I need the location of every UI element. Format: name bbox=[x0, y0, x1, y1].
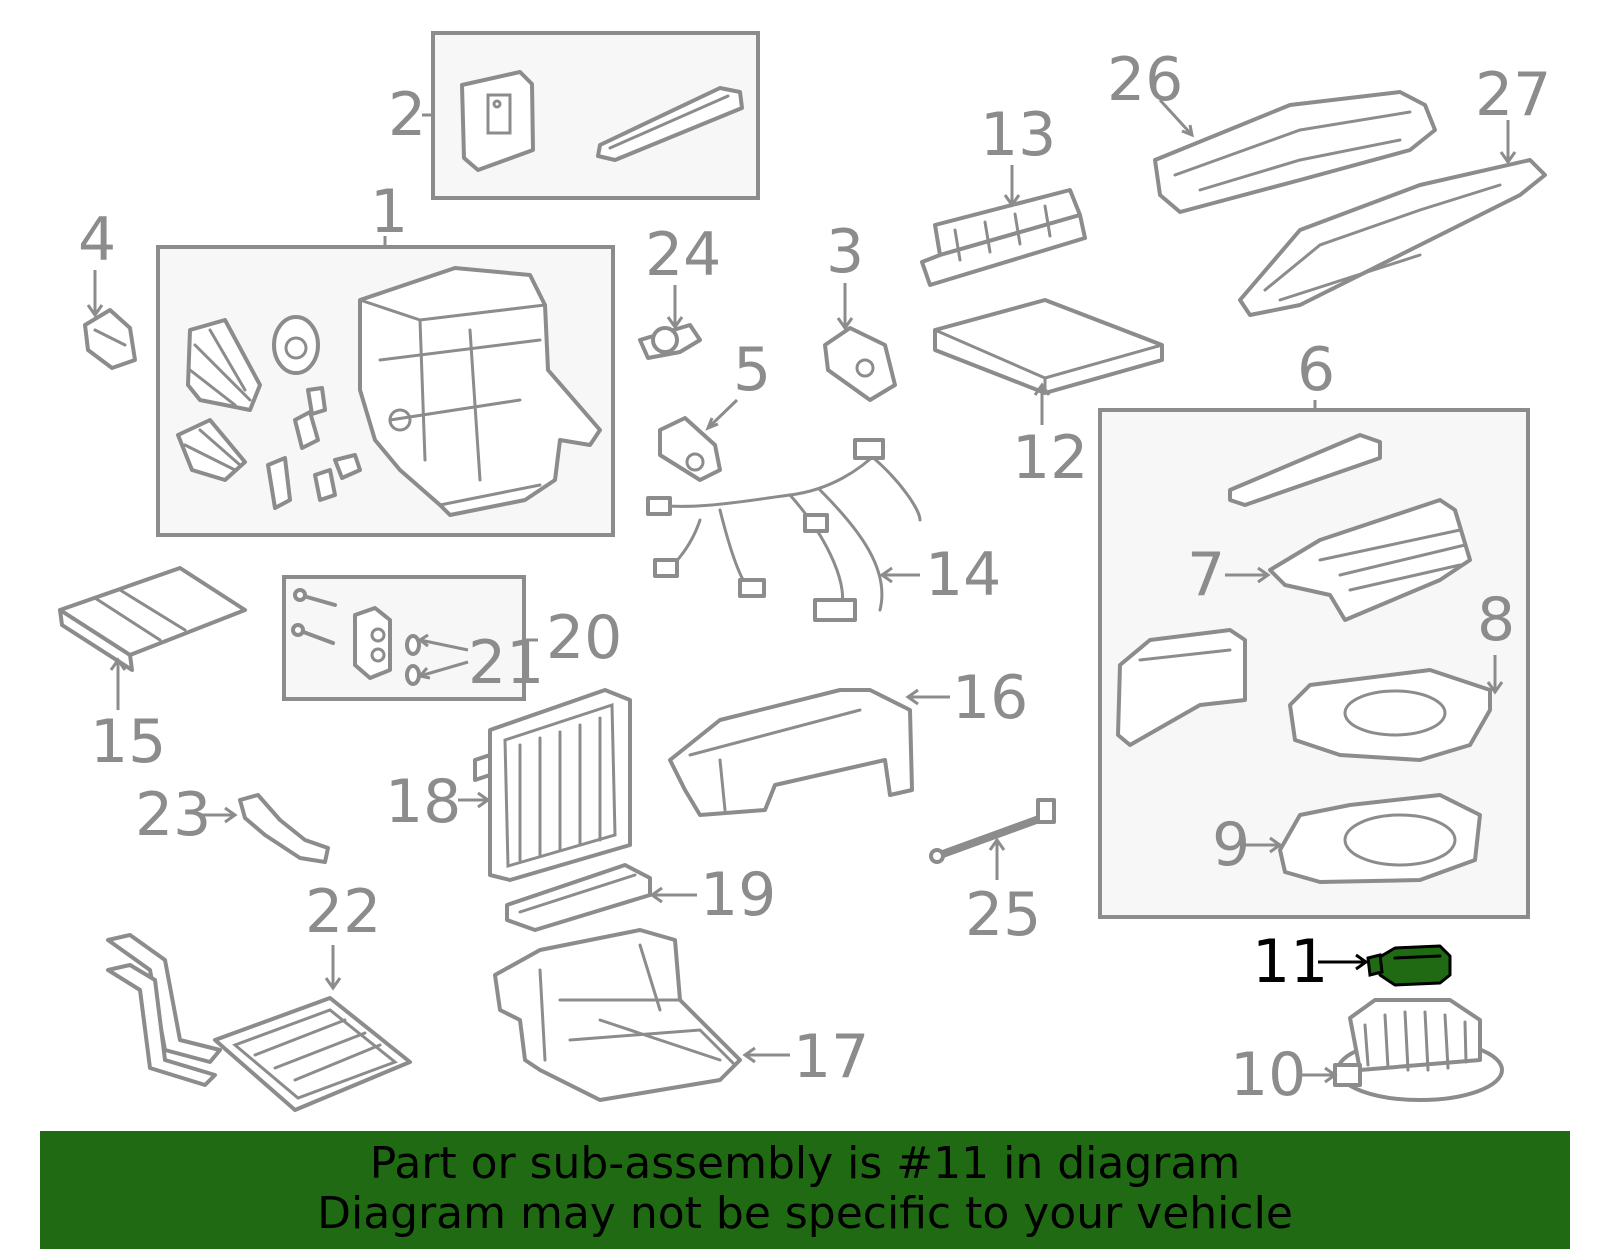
part-12-cabin-filter bbox=[933, 298, 1164, 395]
part-24-sensor bbox=[638, 323, 702, 360]
part-20-expansion-valve bbox=[291, 588, 421, 686]
callout-10: 10 bbox=[1230, 1040, 1306, 1110]
callout-5: 5 bbox=[733, 335, 771, 405]
callout-6: 6 bbox=[1297, 335, 1335, 405]
leader-lines bbox=[86, 98, 1517, 1084]
callout-14: 14 bbox=[925, 540, 1001, 610]
callout-3: 3 bbox=[826, 217, 864, 287]
callout-27: 27 bbox=[1475, 60, 1551, 130]
callout-4: 4 bbox=[78, 205, 116, 275]
part-15-heater-door bbox=[58, 566, 247, 672]
callout-7: 7 bbox=[1187, 540, 1225, 610]
callout-13: 13 bbox=[980, 100, 1056, 170]
banner-line-2: Diagram may not be specific to your vehi… bbox=[317, 1188, 1293, 1239]
callout-26: 26 bbox=[1107, 45, 1183, 115]
callout-23: 23 bbox=[135, 780, 211, 850]
callout-19: 19 bbox=[700, 860, 776, 930]
part-13-filter-door bbox=[920, 188, 1087, 287]
part-16-bracket bbox=[668, 688, 914, 817]
part-22-heater-core bbox=[106, 933, 412, 1112]
callout-21: 21 bbox=[468, 628, 544, 698]
part-5-actuator bbox=[658, 416, 722, 482]
callout-15: 15 bbox=[90, 707, 166, 777]
callout-2: 2 bbox=[388, 80, 426, 150]
callout-labels: 1 2 3 4 5 6 7 8 9 10 11 12 13 14 15 16 1… bbox=[78, 45, 1551, 1110]
callout-22: 22 bbox=[305, 877, 381, 947]
info-banner: Part or sub-assembly is #11 in diagram D… bbox=[40, 1131, 1570, 1249]
part-11-blower-resistor-highlighted bbox=[1366, 944, 1452, 987]
parts-diagram: 1 2 3 4 5 6 7 8 9 10 11 12 13 14 15 16 1… bbox=[58, 31, 1551, 1112]
callout-8: 8 bbox=[1477, 585, 1515, 655]
callout-18: 18 bbox=[385, 767, 461, 837]
callout-16: 16 bbox=[952, 663, 1028, 733]
callout-25: 25 bbox=[965, 880, 1041, 950]
part-14-wiring-harness bbox=[646, 438, 922, 622]
banner-line-1: Part or sub-assembly is #11 in diagram bbox=[369, 1138, 1241, 1189]
part-1-hvac-case bbox=[176, 266, 602, 517]
part-2-vents bbox=[460, 70, 744, 172]
callout-24: 24 bbox=[645, 220, 721, 290]
part-23-sensor bbox=[238, 793, 330, 864]
part-4-actuator bbox=[83, 308, 137, 370]
part-18-evaporator bbox=[473, 688, 632, 882]
callout-12: 12 bbox=[1012, 423, 1088, 493]
part-6-blower-assembly bbox=[1116, 433, 1492, 884]
part-25-drain-tube bbox=[929, 798, 1056, 864]
part-26-duct bbox=[1153, 90, 1437, 214]
part-3-actuator bbox=[823, 326, 897, 402]
callout-20: 20 bbox=[546, 603, 622, 673]
callout-1: 1 bbox=[370, 177, 408, 247]
callout-17: 17 bbox=[793, 1022, 869, 1092]
part-10-blower-motor bbox=[1333, 998, 1504, 1102]
callout-9: 9 bbox=[1212, 810, 1250, 880]
part-27-cover bbox=[1238, 158, 1547, 317]
callout-11: 11 bbox=[1252, 927, 1328, 997]
part-17-lower-case bbox=[493, 928, 742, 1102]
